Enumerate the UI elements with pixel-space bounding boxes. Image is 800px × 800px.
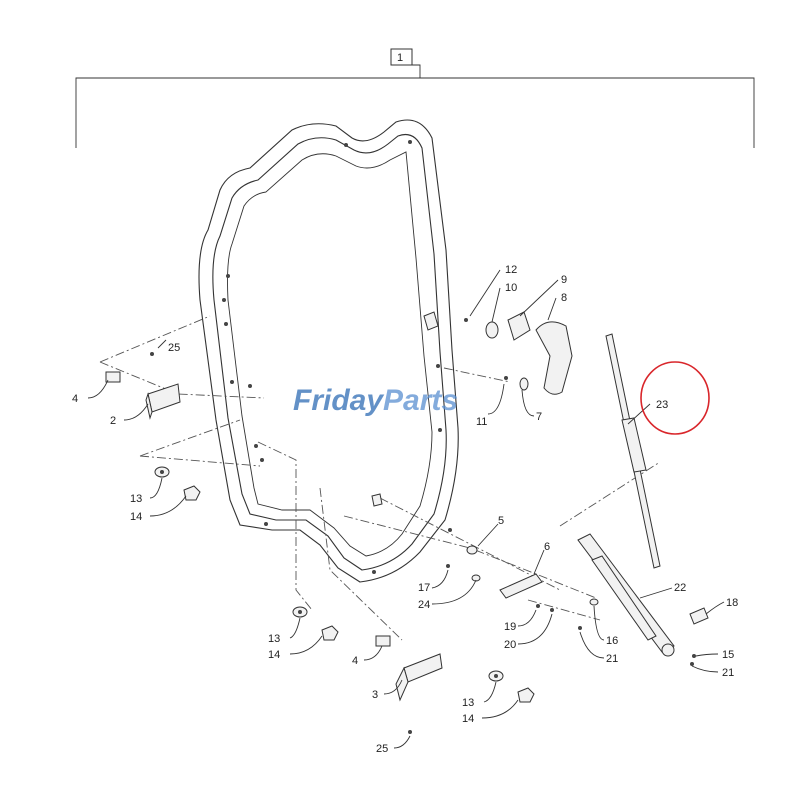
hinge-upper bbox=[105, 352, 181, 420]
leader-lines bbox=[87, 269, 725, 749]
part-labels: 12 10 9 8 11 7 25 4 2 13 14 13 14 4 3 13… bbox=[72, 264, 738, 755]
label-11: 11 bbox=[476, 416, 487, 428]
assembly-bracket: 1 bbox=[75, 48, 755, 148]
label-15: 15 bbox=[722, 649, 734, 661]
label-23: 23 bbox=[656, 399, 668, 411]
label-25-bottom: 25 bbox=[376, 743, 388, 755]
label-4-lower: 4 bbox=[352, 655, 358, 667]
assembly-lines bbox=[99, 315, 661, 641]
latch-assembly bbox=[423, 311, 573, 395]
label-8: 8 bbox=[561, 292, 567, 304]
label-10: 10 bbox=[505, 282, 517, 294]
lower-hardware bbox=[371, 493, 599, 630]
label-13-b: 13 bbox=[268, 633, 280, 645]
label-16: 16 bbox=[606, 635, 618, 647]
door-frame bbox=[198, 119, 459, 583]
label-18: 18 bbox=[726, 597, 738, 609]
label-3: 3 bbox=[372, 689, 378, 701]
wiper-arm bbox=[577, 533, 709, 666]
label-24: 24 bbox=[418, 599, 430, 611]
label-19: 19 bbox=[504, 621, 516, 633]
washer-nut-set-b bbox=[292, 606, 339, 641]
label-14-c: 14 bbox=[462, 713, 474, 725]
hinge-lower bbox=[375, 635, 443, 734]
washer-nut-set-c bbox=[488, 670, 535, 703]
label-12: 12 bbox=[505, 264, 517, 276]
svg-text:FridayParts: FridayParts bbox=[293, 384, 458, 417]
label-21-a: 21 bbox=[606, 653, 618, 665]
label-21-b: 21 bbox=[722, 667, 734, 679]
label-25-top: 25 bbox=[168, 342, 180, 354]
label-9: 9 bbox=[561, 274, 567, 286]
assembly-ref-label: 1 bbox=[397, 52, 403, 64]
label-17: 17 bbox=[418, 582, 430, 594]
watermark-friday: Friday bbox=[293, 384, 384, 417]
watermark-parts: Parts bbox=[383, 384, 458, 417]
label-20: 20 bbox=[504, 639, 516, 651]
label-5: 5 bbox=[498, 515, 504, 527]
label-13-c: 13 bbox=[462, 697, 474, 709]
label-4-upper: 4 bbox=[72, 393, 78, 405]
label-14-b: 14 bbox=[268, 649, 280, 661]
washer-nut-set-a bbox=[154, 466, 201, 501]
label-6: 6 bbox=[544, 541, 550, 553]
label-13-a: 13 bbox=[130, 493, 142, 505]
label-22: 22 bbox=[674, 582, 686, 594]
wiper-blade bbox=[605, 333, 661, 569]
label-14-a: 14 bbox=[130, 511, 142, 523]
watermark-logo: FridayParts bbox=[293, 384, 458, 417]
assembly-ref-box bbox=[390, 48, 413, 66]
label-2: 2 bbox=[110, 415, 116, 427]
highlight-circle bbox=[640, 361, 710, 435]
label-7: 7 bbox=[536, 411, 542, 423]
